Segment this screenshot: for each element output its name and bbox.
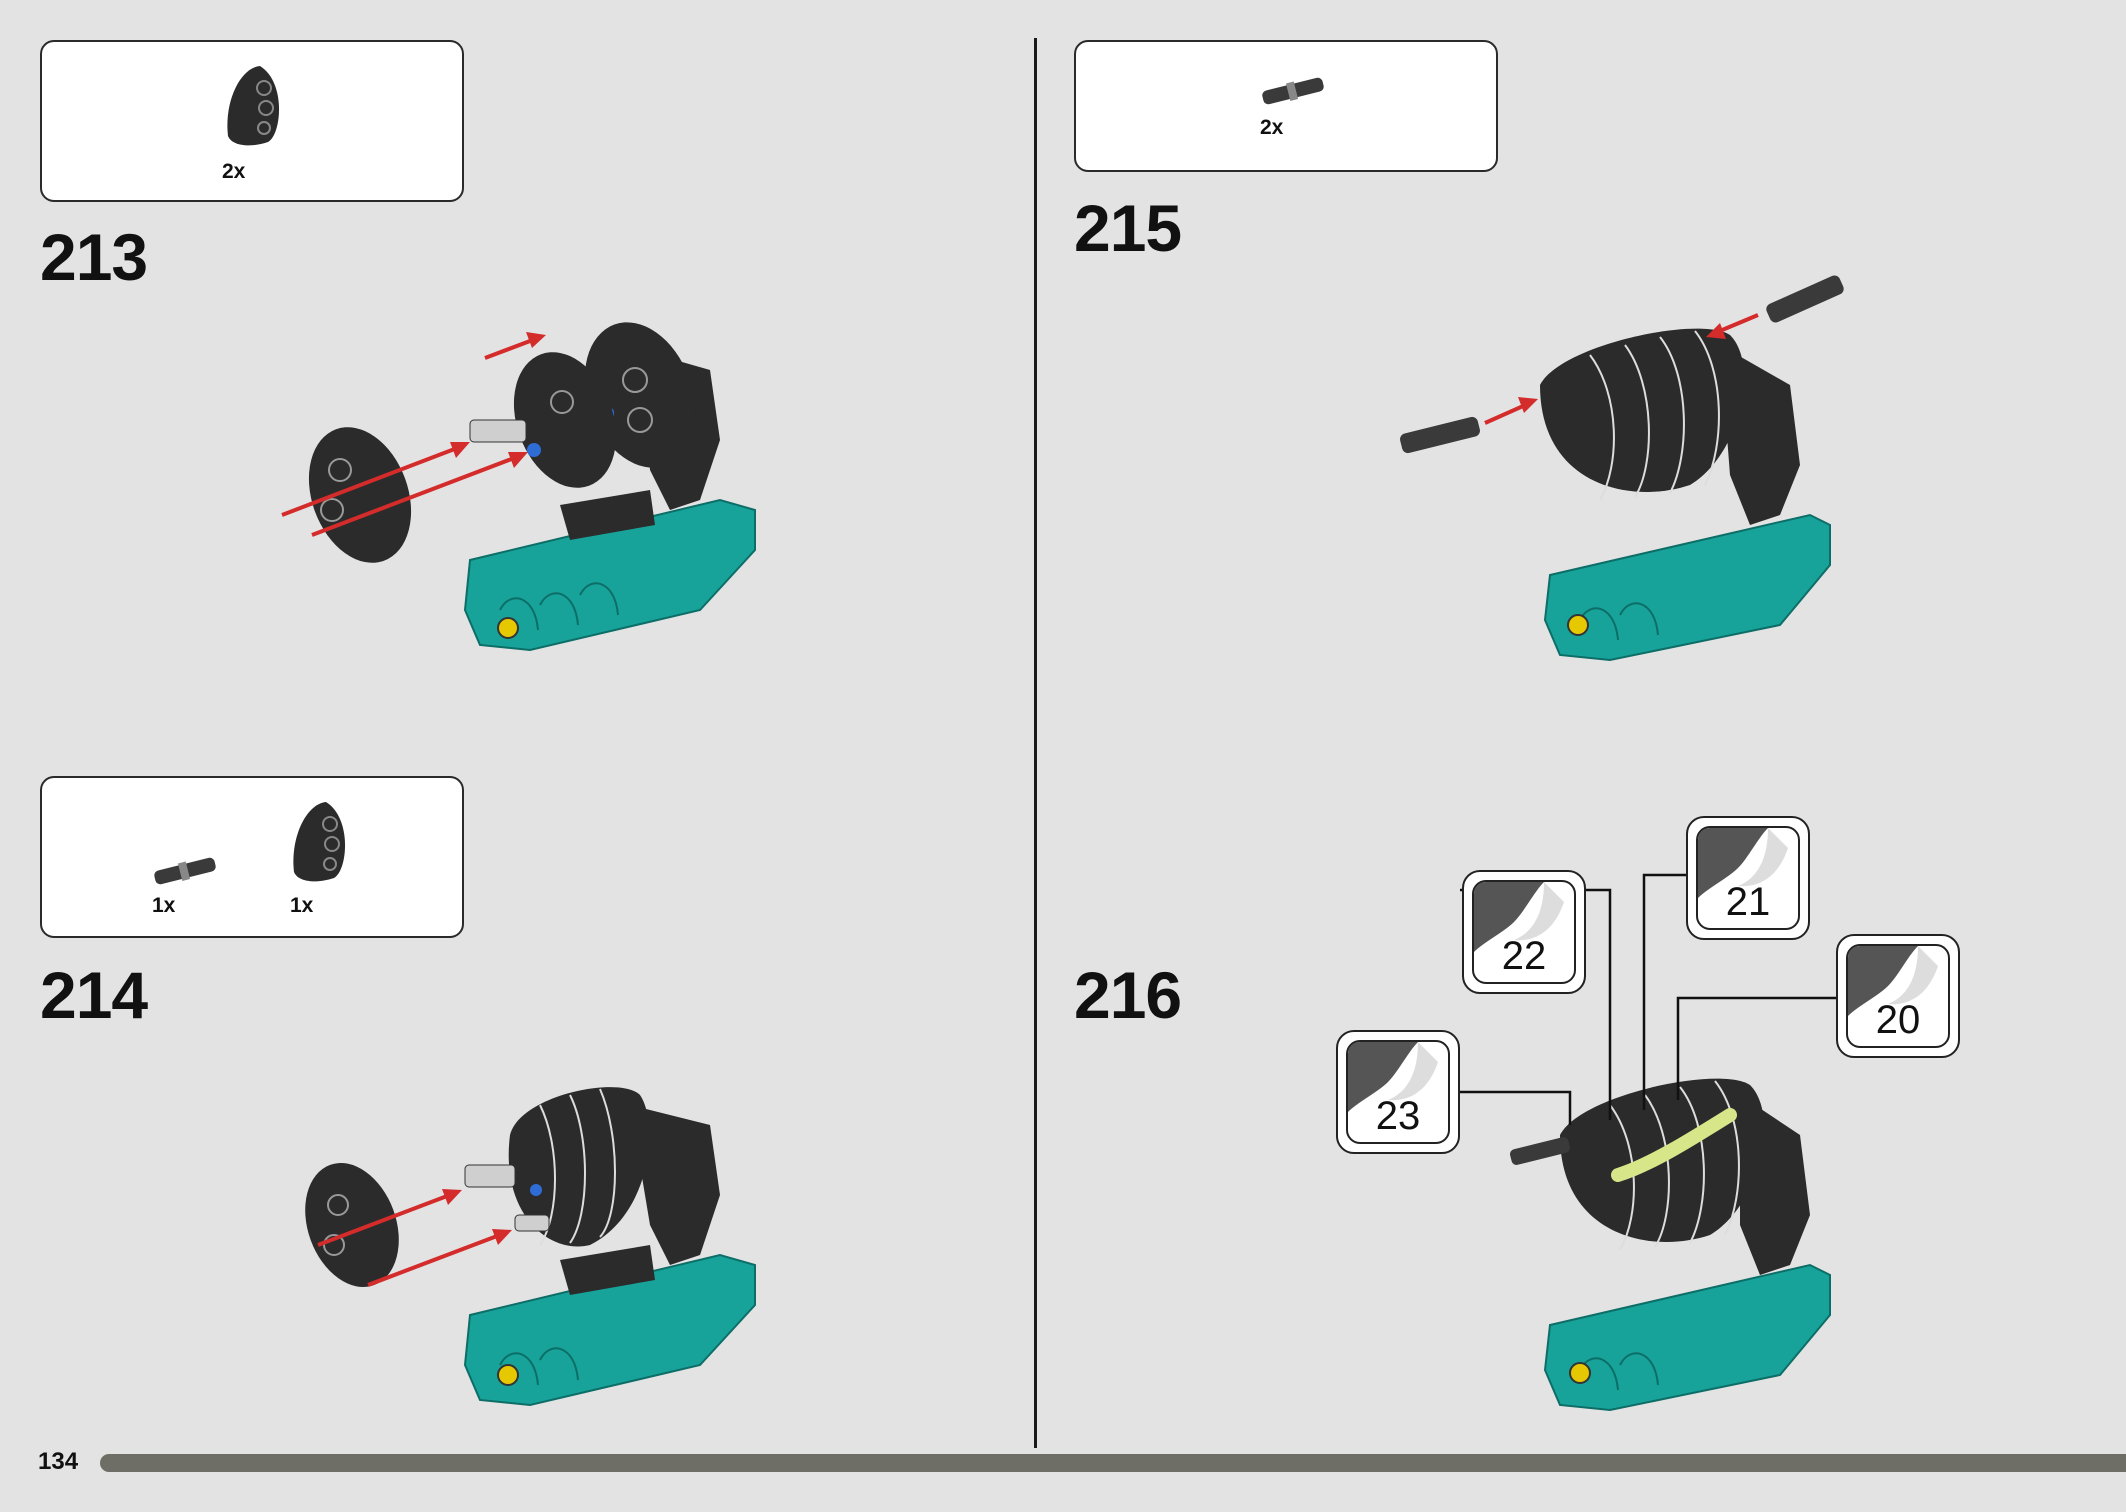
assembly-illustration-213: [281, 322, 756, 652]
parts-callout-213: 2x: [40, 40, 464, 202]
sticker-number: 23: [1375, 1094, 1421, 1138]
sticker-callout-22: 22: [1462, 870, 1586, 994]
sticker-number: 21: [1725, 880, 1771, 924]
parts-callout-214: 1x 1x: [40, 776, 464, 938]
step-number-216: 216: [1074, 958, 1182, 1032]
sticker-peel-icon: [1848, 946, 1938, 1016]
part-quantity: 2x: [1260, 116, 1284, 139]
parts-callout-215: 2x: [1074, 40, 1498, 172]
progress-bar: [100, 1454, 2126, 1472]
step-number-215: 215: [1074, 191, 1182, 265]
assembly-illustration-215: [1400, 275, 1844, 662]
page-divider: [1034, 38, 1037, 1448]
sticker-callout-20: 20: [1836, 934, 1960, 1058]
sticker-number: 20: [1875, 998, 1921, 1042]
curved-panel-icon: [227, 66, 280, 146]
sticker-callout-21: 21: [1686, 816, 1810, 940]
axle-pin-icon: [154, 857, 216, 885]
sticker-peel-icon: [1698, 828, 1788, 898]
curved-panel-icon: [293, 802, 346, 882]
sticker-peel-icon: [1348, 1042, 1438, 1112]
sticker-peel-icon: [1474, 882, 1564, 952]
sticker-number: 22: [1501, 934, 1547, 978]
page-number: 134: [38, 1448, 79, 1475]
axle-pin-icon: [1262, 77, 1324, 105]
assembly-illustration-216: [1510, 1078, 1831, 1412]
step-number-214: 214: [40, 958, 148, 1032]
part-quantity: 1x: [152, 894, 176, 917]
step-number-213: 213: [40, 220, 148, 294]
part-quantity: 1x: [290, 894, 314, 917]
assembly-illustration-214: [305, 1087, 756, 1407]
sticker-callout-23: 23: [1336, 1030, 1460, 1154]
part-quantity: 2x: [222, 160, 246, 183]
